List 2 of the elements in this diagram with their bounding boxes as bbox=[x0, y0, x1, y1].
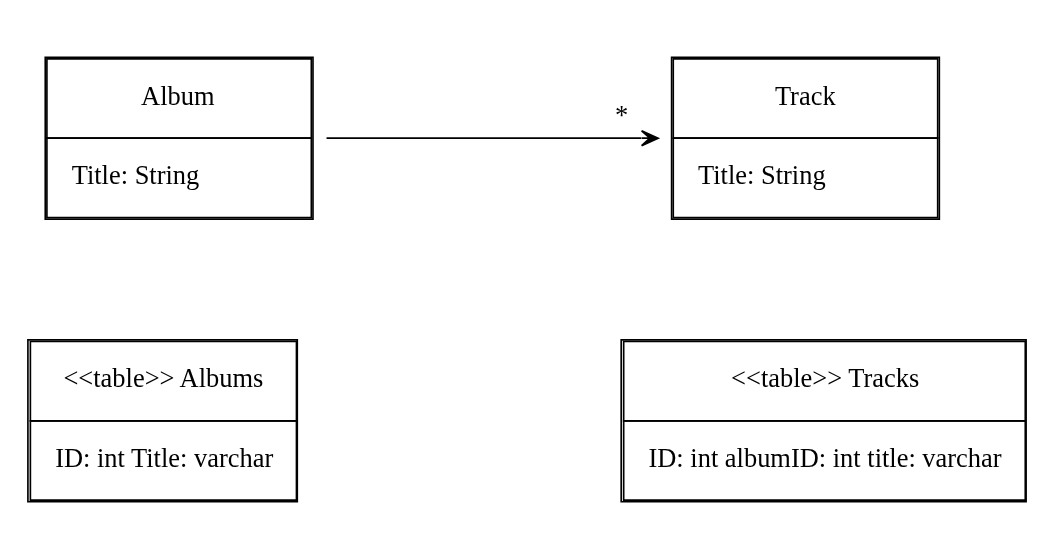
arrow bbox=[325, 129, 659, 146]
edge-label: * bbox=[614, 99, 629, 130]
